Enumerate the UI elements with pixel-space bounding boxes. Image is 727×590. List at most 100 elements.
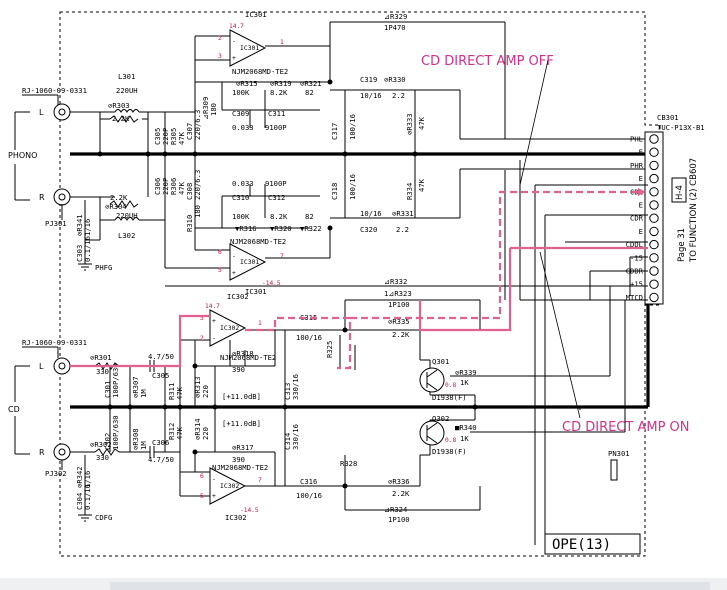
ic302-a-pin1: 1 xyxy=(258,320,262,327)
svg-text:Q301: Q301 xyxy=(432,357,449,366)
connector-cb301: CB301 TUC-P13X-B1 PHLEPHRECDLECDRECDDL-1… xyxy=(626,113,705,305)
svg-text:L301: L301 xyxy=(118,72,135,81)
svg-text:1P100: 1P100 xyxy=(388,300,410,309)
svg-text:2.2: 2.2 xyxy=(392,91,405,100)
svg-text:100/16: 100/16 xyxy=(296,491,322,500)
svg-text:C302: C302 xyxy=(103,433,112,450)
connector-pin xyxy=(649,200,659,210)
phono-l-wiring xyxy=(70,21,648,154)
ic301-b-pin5: 5 xyxy=(218,267,222,274)
svg-text:-: - xyxy=(232,252,236,260)
svg-text:220P: 220P xyxy=(161,128,170,145)
svg-text:PN301: PN301 xyxy=(608,449,630,458)
junction-dots xyxy=(97,79,478,489)
svg-text:220UH: 220UH xyxy=(116,211,138,220)
svg-text:C301: C301 xyxy=(103,381,112,398)
connector-pin xyxy=(649,160,659,171)
cd-gain-top: [+11.0dB] xyxy=(222,392,261,401)
svg-text:⊘R321: ⊘R321 xyxy=(300,79,322,88)
svg-text:⊘R303: ⊘R303 xyxy=(108,101,130,110)
ic301-a-body: IC301 xyxy=(240,44,259,52)
connector-pin-label: -15 xyxy=(630,253,643,262)
svg-text:C314: C314 xyxy=(283,433,292,450)
svg-text:220: 220 xyxy=(201,427,210,440)
connector-pin-label: PHL xyxy=(630,135,643,144)
svg-text:⊘R314: ⊘R314 xyxy=(193,418,202,440)
svg-text:C305: C305 xyxy=(152,371,169,380)
ic302-b-pin5: 5 xyxy=(200,493,204,500)
svg-text:1/16: 1/16 xyxy=(83,471,92,488)
connector-pin xyxy=(649,187,659,197)
ic302-a-body: IC302 xyxy=(220,324,239,332)
svg-text:⊘R339: ⊘R339 xyxy=(455,368,477,377)
svg-text:82: 82 xyxy=(305,212,314,221)
ic301-a-ref: IC301 xyxy=(245,10,267,19)
connector-pin-label: CDR xyxy=(630,214,644,223)
svg-text:2.2K: 2.2K xyxy=(112,114,130,123)
svg-text:C307: C307 xyxy=(185,123,194,140)
svg-text:C304: C304 xyxy=(75,493,84,510)
svg-text:C315: C315 xyxy=(300,313,317,322)
ic301-a-vplus: 14.7 xyxy=(229,23,244,30)
svg-text:47K: 47K xyxy=(417,116,426,130)
svg-text:▼R322: ▼R322 xyxy=(300,224,322,233)
svg-text:Q302: Q302 xyxy=(432,414,449,423)
svg-text:▼R316: ▼R316 xyxy=(235,224,257,233)
connector-pin xyxy=(649,134,659,144)
svg-text:R312: R312 xyxy=(167,423,176,440)
connector-pin-label: E xyxy=(639,174,643,183)
svg-text:47K: 47K xyxy=(175,386,184,400)
connector-ref: CB301 xyxy=(657,113,679,122)
svg-text:100K: 100K xyxy=(232,88,250,97)
svg-text:0.1/16: 0.1/16 xyxy=(83,484,92,510)
ic301-b-pin7: 7 xyxy=(280,253,284,260)
svg-text:330/16: 330/16 xyxy=(291,424,300,450)
svg-text:47K: 47K xyxy=(177,131,186,145)
svg-text:1M: 1M xyxy=(139,389,148,398)
ic301-b-part: NJM2068MD-TE2 xyxy=(230,237,286,246)
svg-text:C317: C317 xyxy=(330,123,339,140)
svg-text:220UH: 220UH xyxy=(116,86,138,95)
svg-text:47K: 47K xyxy=(175,426,184,440)
board-label: OPE(13) xyxy=(552,537,611,553)
svg-text:⊘R341: ⊘R341 xyxy=(75,214,84,236)
svg-text:C309: C309 xyxy=(232,109,249,118)
svg-text:100P/630: 100P/630 xyxy=(111,415,120,450)
svg-text:⊘R331: ⊘R331 xyxy=(392,209,414,218)
svg-text:D1938(F): D1938(F) xyxy=(432,393,467,402)
svg-text:0.033: 0.033 xyxy=(232,179,254,188)
svg-text:⊘R313: ⊘R313 xyxy=(193,376,202,398)
svg-text:R306: R306 xyxy=(169,178,178,195)
ic301-b-vminus: -14.5 xyxy=(262,280,281,287)
connector-pin xyxy=(649,239,659,250)
connector-pin-label: +15 xyxy=(630,280,643,289)
transistor-q301: Q301 D1938(F) xyxy=(419,357,467,402)
off-leader-line xyxy=(519,59,549,186)
svg-text:D1938(F): D1938(F) xyxy=(432,447,467,456)
cd-to-connector-wiring xyxy=(165,160,648,545)
svg-text:0.8: 0.8 xyxy=(445,382,456,389)
cd-component-labels: ⊘R301 330 4.7/50 C305 ⊘R302 330 C306 4.7… xyxy=(75,277,630,524)
connector-pin-label: E xyxy=(639,227,643,236)
ic302-b-ref: IC302 xyxy=(225,513,247,522)
svg-text:C316: C316 xyxy=(300,477,317,486)
ic301-a-part: NJM2068MD-TE2 xyxy=(232,67,288,76)
phono-component-labels: L301 220UH ⊘R303 2.2K ⊘R304 2.2K 220UH L… xyxy=(75,12,426,272)
svg-text:⊘R319: ⊘R319 xyxy=(270,79,292,88)
connector-pin xyxy=(649,266,659,276)
svg-text:180: 180 xyxy=(193,205,202,218)
cd-direct-on-label: CD DIRECT AMP ON xyxy=(562,420,690,435)
phono-r-label: R xyxy=(39,193,45,202)
svg-text:⊘R333: ⊘R333 xyxy=(405,113,414,135)
phono-r-wiring xyxy=(70,154,648,271)
svg-text:⊿R329: ⊿R329 xyxy=(384,12,407,21)
connector-pin-label: MTCD xyxy=(626,293,643,302)
svg-text:R328: R328 xyxy=(340,459,357,468)
phono-label: PHONO xyxy=(8,151,37,160)
svg-text:180: 180 xyxy=(209,103,218,116)
svg-text:100P/630: 100P/630 xyxy=(111,363,120,398)
svg-text:0.8: 0.8 xyxy=(445,437,456,444)
cd-jack-group: RJ-1060-09-0331 L R CD PJ302 xyxy=(8,338,87,478)
cd-direct-paths xyxy=(70,188,648,370)
svg-text:+: + xyxy=(232,269,236,277)
